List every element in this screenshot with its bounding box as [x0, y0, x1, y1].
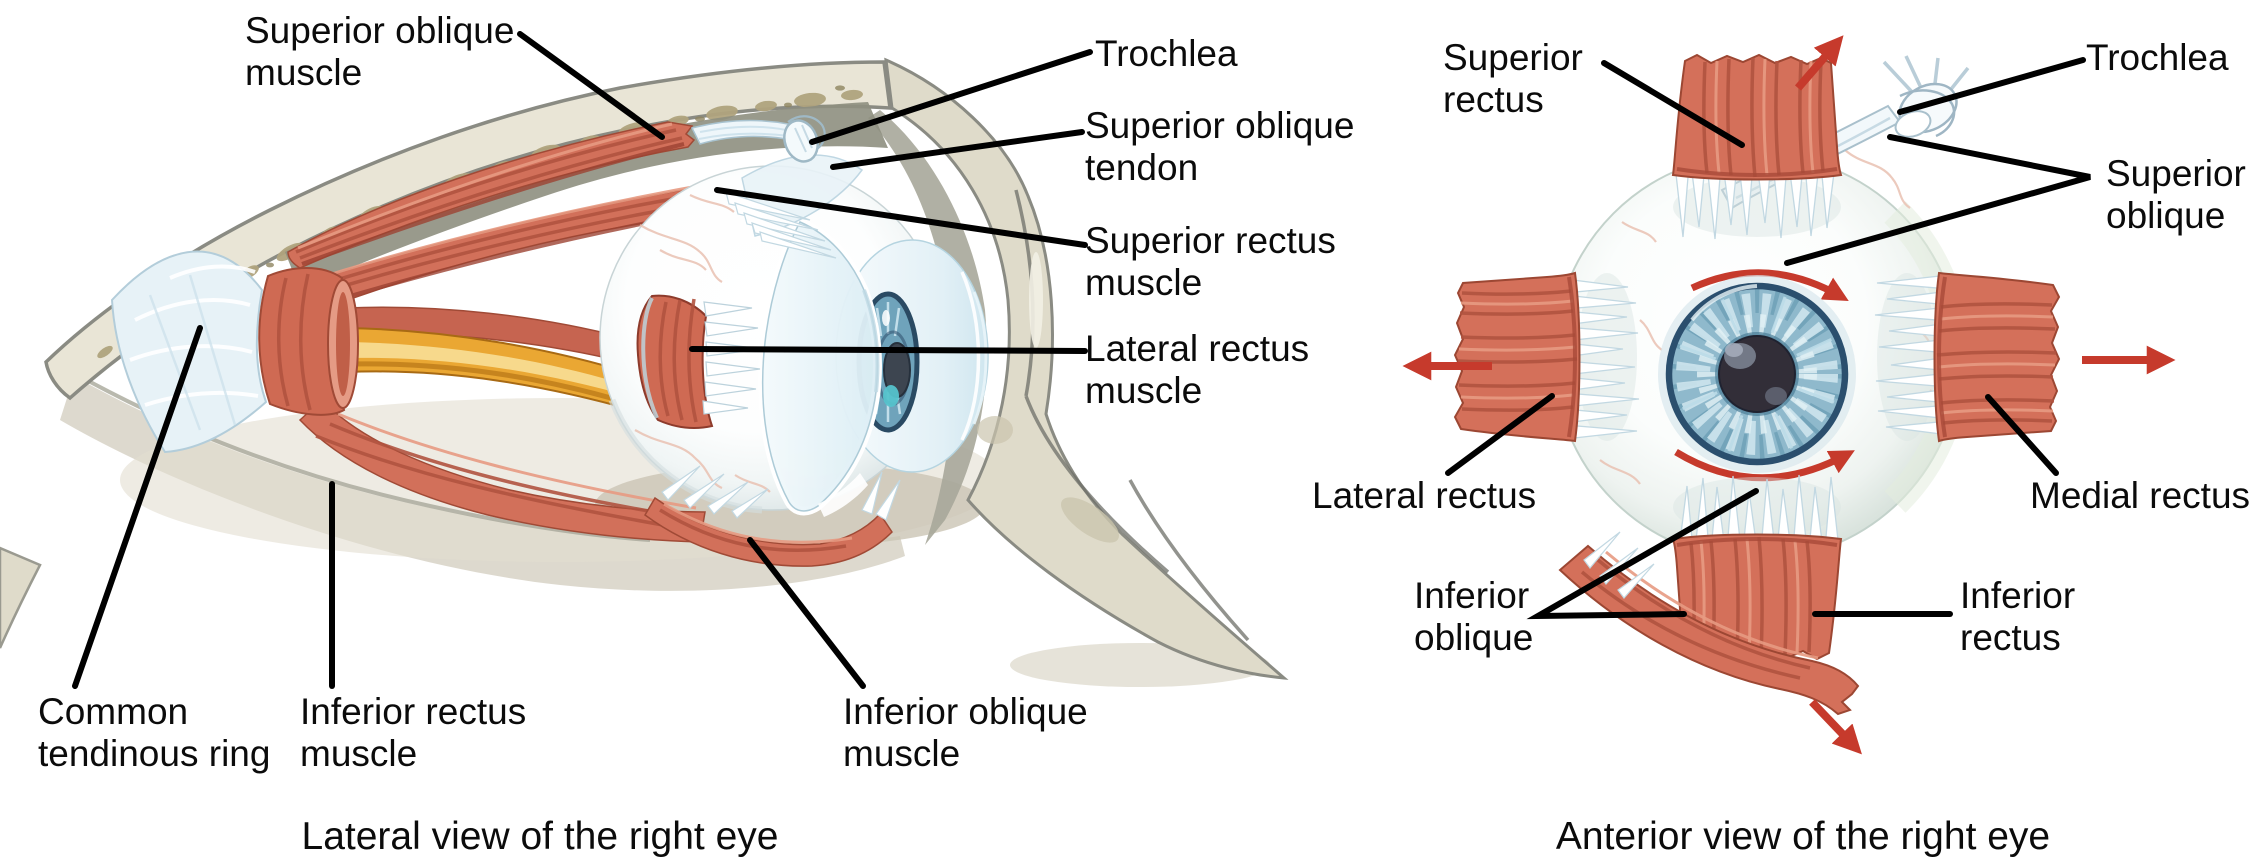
lateral-view-caption: Lateral view of the right eye [302, 815, 779, 858]
label-text: Inferior rectus [300, 691, 526, 732]
label-superior-oblique-tendon: Superior oblique tendon [1085, 105, 1354, 188]
label-lateral-rectus: Lateral rectus [1312, 475, 1536, 516]
label-superior-oblique-muscle: Superior oblique muscle [245, 10, 514, 93]
label-text: muscle [1085, 370, 1202, 411]
superior-tendons [690, 115, 864, 259]
label-text: Inferior [1414, 575, 1529, 616]
label-text: rectus [1443, 79, 1544, 120]
common-tendinous-ring-cuff [258, 267, 359, 416]
arrow-up-right [1794, 35, 1844, 91]
label-trochlea-lateral: Trochlea [1095, 33, 1238, 74]
label-inferior-rectus: Inferior rectus [1960, 575, 2075, 658]
medial-rectus-muscle-anterior [1873, 271, 2061, 443]
orbital-bone-floor-fragment [0, 546, 42, 649]
label-inferior-oblique-muscle: Inferior oblique muscle [843, 691, 1088, 774]
label-text: Trochlea [2086, 37, 2229, 78]
lateral-rectus-tendon-fringe [702, 301, 763, 415]
trochlea-lateral [783, 115, 826, 163]
label-lateral-rectus-muscle: Lateral rectus muscle [1085, 328, 1309, 411]
label-text: Superior [2106, 153, 2246, 194]
label-inferior-oblique: Inferior oblique [1414, 575, 1533, 658]
inferior-rectus-tendon-fringe [661, 465, 769, 519]
action-arrows [1402, 35, 2176, 755]
label-inferior-rectus-muscle: Inferior rectus muscle [300, 691, 526, 774]
superior-rectus-tendon-fringe [725, 191, 837, 259]
inferior-rectus-muscle-lateral [298, 398, 706, 543]
label-text: Lateral rectus [1312, 475, 1536, 516]
superior-rectus-muscle-anterior [1671, 53, 1843, 241]
label-text: tendinous ring [38, 733, 270, 774]
label-text: Superior oblique [1085, 105, 1354, 146]
label-trochlea-anterior: Trochlea [2086, 37, 2229, 78]
torsion-arrow-upper [1690, 269, 1849, 301]
lateral-rectus-muscle-anterior [1453, 271, 1641, 443]
label-text: Inferior [1960, 575, 2075, 616]
label-text: muscle [300, 733, 417, 774]
anterior-view-caption: Anterior view of the right eye [1556, 815, 2050, 858]
label-text: oblique [1414, 617, 1533, 658]
label-text: Medial rectus [2030, 475, 2250, 516]
lateral-view-leader-lines [72, 31, 1093, 689]
arrow-down-right [1809, 699, 1862, 755]
label-text: tendon [1085, 147, 1198, 188]
label-superior-oblique: Superior oblique [2106, 153, 2246, 236]
label-common-tendinous-ring: Common tendinous ring [38, 691, 270, 774]
lateral-view-panel: Superior oblique muscle Trochlea Superio… [0, 10, 1354, 858]
label-text: muscle [245, 52, 362, 93]
anterior-view-panel: Superior rectus Trochlea Superior obliqu… [1312, 35, 2250, 858]
label-text: muscle [843, 733, 960, 774]
label-superior-rectus: Superior rectus [1443, 37, 1583, 120]
label-medial-rectus: Medial rectus [2030, 475, 2250, 516]
label-text: Common [38, 691, 188, 732]
label-text: oblique [2106, 195, 2225, 236]
label-text: rectus [1960, 617, 2061, 658]
orbit-deep-shading [285, 102, 888, 290]
label-text: Superior [1443, 37, 1583, 78]
label-text: muscle [1085, 262, 1202, 303]
label-text: Lateral rectus [1085, 328, 1309, 369]
iris-anterior [1658, 275, 1856, 473]
lateral-rectus-insertion [636, 294, 763, 429]
conjunctival-flap [758, 216, 882, 517]
label-superior-rectus-muscle: Superior rectus muscle [1085, 220, 1336, 303]
label-text: Trochlea [1095, 33, 1238, 74]
superior-oblique-muscle-lateral [287, 121, 696, 269]
anterior-view-leader-lines [1445, 57, 2091, 620]
label-text: Inferior oblique [843, 691, 1088, 732]
inferior-oblique-muscle-anterior [1558, 531, 1860, 716]
label-text: Superior oblique [245, 10, 514, 51]
label-text: Superior rectus [1085, 220, 1336, 261]
